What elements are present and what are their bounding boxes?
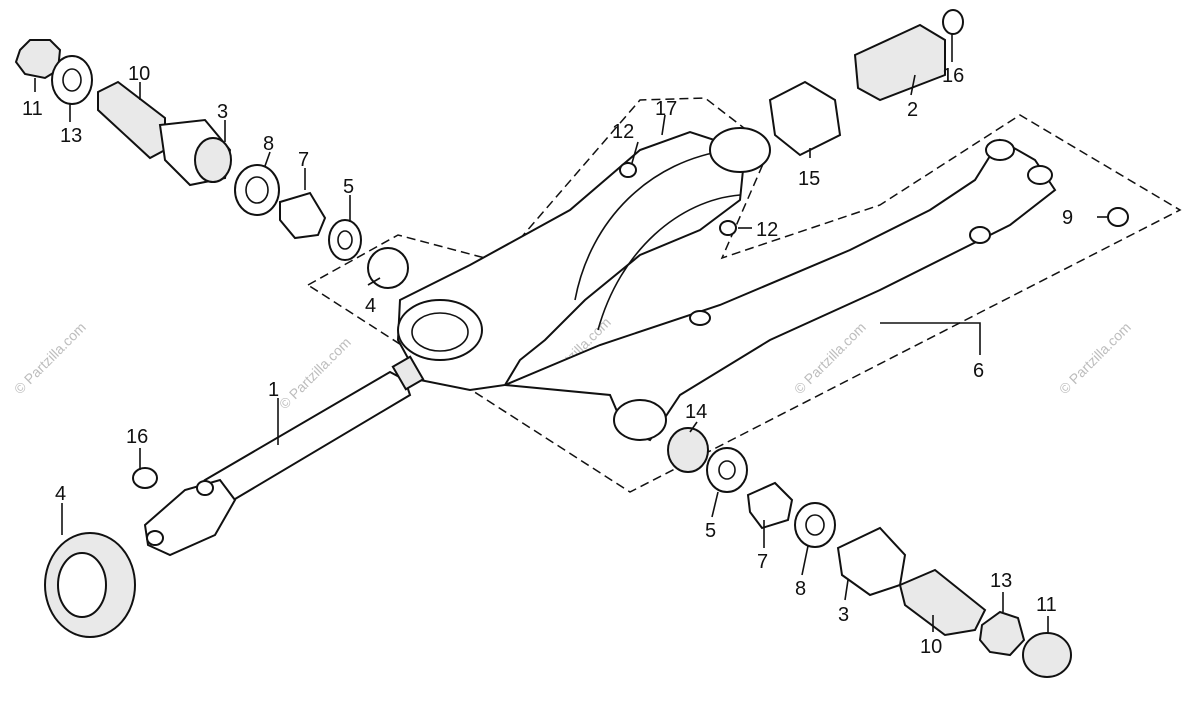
callout-1: 1	[268, 379, 279, 401]
left-pivot-parts	[14, 39, 409, 289]
callout-11-upper: 11	[22, 98, 43, 120]
watermark: © Partzilla.com	[11, 319, 89, 397]
callout-4-lower: 4	[55, 483, 66, 505]
callout-8-upper: 8	[263, 133, 274, 155]
callout-3-upper: 3	[217, 101, 228, 123]
part-13-washer	[51, 55, 93, 105]
callout-3-lower: 3	[838, 604, 849, 626]
upper-right-parts	[619, 9, 1129, 236]
leader-lines	[34, 34, 1049, 633]
callout-4-upper: 4	[365, 295, 376, 317]
part-16-circlip	[942, 9, 964, 35]
callout-7-lower: 7	[757, 551, 768, 573]
callout-6: 6	[973, 360, 984, 382]
part-12-nut	[619, 162, 637, 178]
part-7-spacer-lower	[746, 481, 794, 530]
callout-10-upper: 10	[128, 63, 150, 85]
callout-9: 9	[1062, 207, 1073, 229]
part-10-bolt	[97, 80, 166, 160]
universal-joint	[143, 478, 237, 557]
drive-shaft-group	[44, 355, 425, 638]
callout-5-lower: 5	[705, 520, 716, 542]
part-4-bearing	[367, 247, 409, 289]
watermark: © Partzilla.com	[1056, 319, 1134, 397]
part-2-damper	[853, 23, 946, 102]
callout-2: 2	[907, 99, 918, 121]
callout-labels: 11 13 10 3 8 7 5 4 2 16 15 12 17 12 9 6 …	[22, 63, 1073, 658]
callout-16-lower: 16	[126, 426, 148, 448]
part-12-nut-right	[719, 220, 737, 236]
callout-14: 14	[685, 401, 707, 423]
callout-16-upper: 16	[942, 65, 964, 87]
part-7-spacer	[279, 191, 327, 240]
callout-7-upper: 7	[298, 149, 309, 171]
callout-13-upper: 13	[60, 125, 82, 147]
pivot-bore-right	[613, 399, 667, 441]
part-14-bearing	[667, 427, 709, 473]
part-8-seal-lower	[794, 502, 836, 548]
part-13-nut-lower	[978, 610, 1026, 657]
callout-10-lower: 10	[920, 636, 942, 658]
part-10-bolt-lower	[898, 568, 987, 637]
part-5-dust-seal-lower	[706, 447, 748, 493]
part-11-cap-lower	[1022, 632, 1072, 678]
part-8-seal	[234, 164, 280, 216]
watermark: © Partzilla.com	[791, 319, 869, 397]
callout-8-lower: 8	[795, 578, 806, 600]
part-16-circlip-lower	[132, 467, 158, 489]
callout-5-upper: 5	[343, 176, 354, 198]
callout-13-lower: 13	[990, 570, 1012, 592]
part-1-drive-shaft	[203, 370, 412, 507]
part-5-dust-seal	[328, 219, 362, 261]
part-15-boot	[768, 80, 842, 157]
right-pivot-parts	[667, 427, 1072, 678]
callout-15: 15	[798, 168, 820, 190]
callout-11-lower: 11	[1036, 594, 1057, 616]
callout-12-lower: 12	[756, 219, 778, 241]
callout-12-upper: 12	[612, 121, 634, 143]
swingarm	[396, 127, 1057, 442]
callout-17: 17	[655, 98, 677, 120]
part-9-bolt	[1107, 207, 1129, 227]
